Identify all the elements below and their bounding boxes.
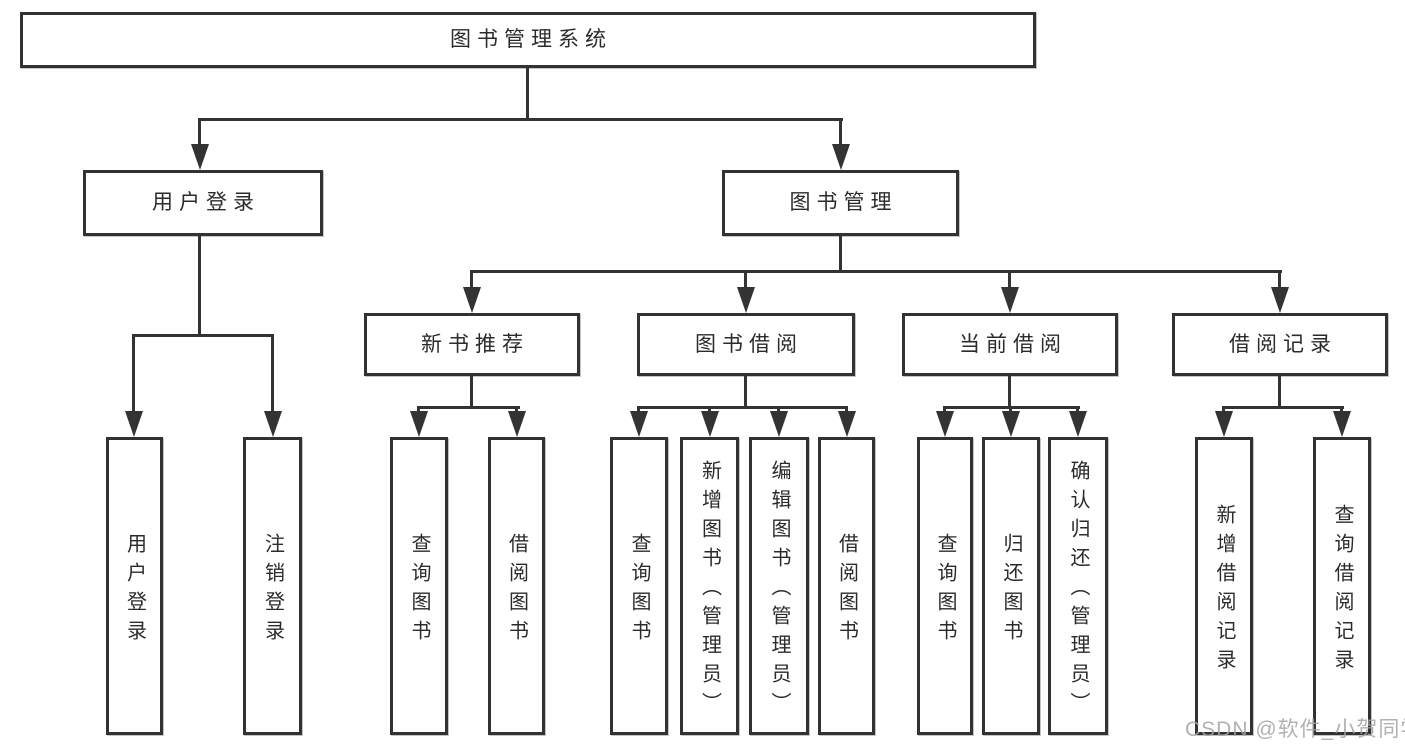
leaf-query-books: 查询图书 bbox=[610, 437, 668, 735]
connector-vline bbox=[1340, 406, 1343, 415]
arrow-down-icon bbox=[1069, 411, 1087, 437]
connector-vline bbox=[744, 270, 747, 289]
connector-vline bbox=[515, 406, 518, 415]
arrow-down-icon bbox=[410, 411, 428, 437]
node-label: 确认归还（管理员） bbox=[1067, 460, 1089, 721]
connector-vline bbox=[744, 376, 747, 408]
connector-hline bbox=[637, 406, 848, 409]
arrow-down-icon bbox=[1215, 411, 1233, 437]
leaf-logout: 注销登录 bbox=[243, 437, 302, 735]
arrow-down-icon bbox=[838, 411, 856, 437]
connector-vline bbox=[470, 270, 473, 289]
connector-vline bbox=[1222, 406, 1225, 415]
node-label: 用户登录 bbox=[152, 191, 260, 215]
connector-vline bbox=[637, 406, 640, 415]
node-label: 编辑图书（管理员） bbox=[768, 460, 790, 721]
node-label: 新增图书（管理员） bbox=[698, 460, 721, 721]
connector-vline bbox=[271, 334, 274, 413]
leaf-return-books: 归还图书 bbox=[982, 437, 1040, 735]
arrow-down-icon bbox=[191, 144, 209, 170]
leaf-borrow-books: 借阅图书 bbox=[488, 437, 545, 735]
node-label: 当前借阅 bbox=[959, 332, 1067, 356]
node-new-book-recommendation: 新书推荐 bbox=[364, 313, 580, 376]
node-root-library-system: 图书管理系统 bbox=[20, 12, 1036, 68]
connector-vline bbox=[1278, 270, 1281, 289]
arrow-down-icon bbox=[1001, 287, 1019, 313]
leaf-confirm-return-admin: 确认归还（管理员） bbox=[1048, 437, 1108, 735]
node-label: 图书管理系统 bbox=[450, 28, 612, 52]
arrow-down-icon bbox=[1333, 411, 1351, 437]
connector-vline bbox=[1008, 376, 1011, 408]
node-label: 查询图书 bbox=[934, 532, 956, 649]
connector-vline bbox=[198, 236, 201, 337]
connector-vline bbox=[198, 118, 201, 148]
leaf-add-books-admin: 新增图书（管理员） bbox=[680, 437, 739, 735]
node-book-management: 图书管理 bbox=[722, 170, 959, 236]
node-label: 借阅图书 bbox=[835, 532, 858, 649]
arrow-down-icon bbox=[770, 411, 788, 437]
node-current-borrowing: 当前借阅 bbox=[902, 313, 1118, 376]
leaf-add-borrow-record: 新增借阅记录 bbox=[1195, 437, 1253, 735]
csdn-watermark: CSDN @软件_小贺同学 bbox=[1185, 718, 1405, 741]
arrow-down-icon bbox=[1271, 287, 1289, 313]
node-borrowing-records: 借阅记录 bbox=[1172, 313, 1388, 376]
arrow-down-icon bbox=[264, 411, 282, 437]
connector-vline bbox=[470, 376, 473, 408]
arrow-down-icon bbox=[737, 287, 755, 313]
node-label: 新书推荐 bbox=[421, 332, 529, 356]
leaf-borrow-books: 借阅图书 bbox=[818, 437, 875, 735]
node-label: 图书管理 bbox=[789, 191, 898, 215]
arrow-down-icon bbox=[463, 287, 481, 313]
arrow-down-icon bbox=[832, 144, 850, 170]
node-label: 用户登录 bbox=[123, 532, 146, 649]
connector-vline bbox=[1008, 270, 1011, 289]
connector-hline bbox=[132, 334, 274, 337]
arrow-down-icon bbox=[936, 411, 954, 437]
connector-vline bbox=[777, 406, 780, 415]
leaf-query-books: 查询图书 bbox=[390, 437, 448, 735]
node-label: 查询图书 bbox=[408, 532, 430, 649]
leaf-query-borrow-record: 查询借阅记录 bbox=[1313, 437, 1371, 735]
leaf-query-books: 查询图书 bbox=[917, 437, 973, 735]
connector-vline bbox=[132, 334, 135, 413]
node-label: 借阅图书 bbox=[505, 532, 528, 649]
connector-vline bbox=[839, 118, 842, 148]
arrow-down-icon bbox=[701, 411, 719, 437]
leaf-user-login: 用户登录 bbox=[106, 437, 163, 735]
connector-vline bbox=[1278, 376, 1281, 408]
node-label: 查询图书 bbox=[628, 532, 650, 649]
connector-vline bbox=[417, 406, 420, 415]
connector-vline bbox=[526, 68, 529, 120]
connector-vline bbox=[708, 406, 711, 415]
connector-hline bbox=[470, 270, 1282, 273]
connector-hline bbox=[1222, 406, 1344, 409]
node-label: 注销登录 bbox=[261, 532, 284, 649]
arrow-down-icon bbox=[1002, 411, 1020, 437]
node-book-borrowing: 图书借阅 bbox=[637, 313, 855, 376]
node-label: 查询借阅记录 bbox=[1331, 503, 1353, 678]
node-user-login: 用户登录 bbox=[83, 170, 323, 236]
arrow-down-icon bbox=[630, 411, 648, 437]
connector-vline bbox=[845, 406, 848, 415]
node-label: 借阅记录 bbox=[1229, 332, 1337, 356]
arrow-down-icon bbox=[508, 411, 526, 437]
arrow-down-icon bbox=[125, 411, 143, 437]
connector-vline bbox=[839, 236, 842, 272]
leaf-edit-books-admin: 编辑图书（管理员） bbox=[749, 437, 809, 735]
connector-hline bbox=[417, 406, 520, 409]
connector-vline bbox=[1076, 406, 1079, 415]
node-label: 图书借阅 bbox=[695, 332, 803, 356]
node-label: 归还图书 bbox=[1000, 532, 1022, 649]
node-label: 新增借阅记录 bbox=[1213, 503, 1235, 678]
connector-vline bbox=[1009, 406, 1012, 415]
connector-hline bbox=[198, 118, 843, 121]
connector-vline bbox=[943, 406, 946, 415]
